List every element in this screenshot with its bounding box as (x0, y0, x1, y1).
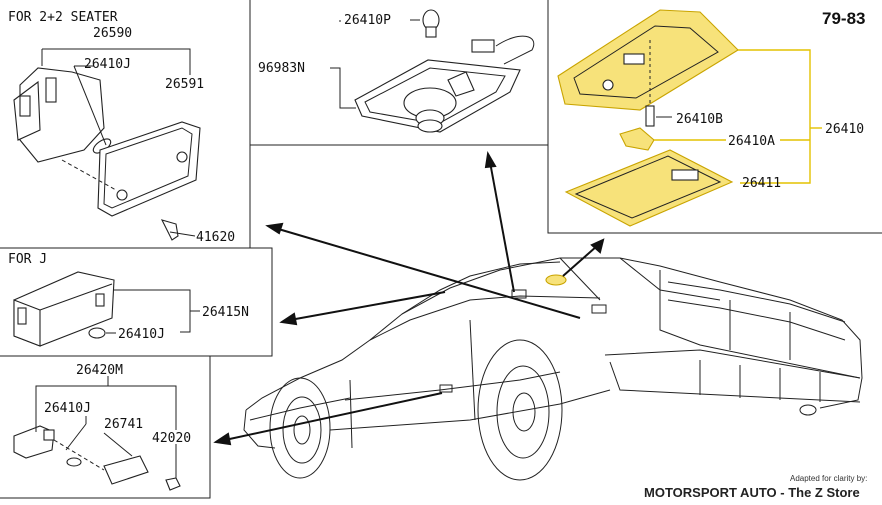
part-label: 26410A (728, 134, 775, 149)
panel-step-lamp: 26420M 26410J 26741 42020 (13, 363, 191, 491)
socket-26410J (13, 425, 55, 459)
panel-for-j-title: FOR J (8, 252, 47, 267)
lamp-housing-26590 (13, 67, 112, 163)
part-label: 26410 (825, 122, 864, 137)
part-label: 96983N (258, 61, 305, 76)
part-label: 26590 (93, 26, 132, 41)
part-label: 26410B (676, 112, 723, 127)
part-label: 26415N (202, 305, 249, 320)
part-label: 26591 (165, 77, 204, 92)
screw-41620 (160, 219, 196, 241)
map-lamp-assembly (354, 35, 535, 133)
panel-seater: FOR 2+2 SEATER 26590 26410J 26591 (8, 10, 235, 245)
screw-42020 (165, 477, 181, 491)
bulb-26410J (88, 327, 106, 339)
pointer-arrows (213, 151, 605, 446)
part-label: 41620 (196, 230, 235, 245)
screw-26410B (645, 105, 655, 127)
part-label: 42020 (152, 431, 191, 446)
panel-seater-title: FOR 2+2 SEATER (8, 10, 118, 25)
bulb-step (66, 457, 82, 467)
part-label: 26410J (84, 57, 131, 72)
part-label: 26741 (104, 417, 143, 432)
bulb-26410P (422, 9, 440, 38)
panel-room-lamp: 79-83 26410B 26410A 26410 26411 (557, 9, 865, 227)
bulb-26410A (619, 127, 655, 151)
lens-26741 (103, 455, 149, 485)
room-lamp-base-26410 (557, 9, 739, 111)
panel-for-j: FOR J 26415N 26410J (8, 252, 249, 347)
panel-map-lamp: 26410P 96983N (258, 9, 535, 133)
part-label: 26420M (76, 363, 123, 378)
room-lamp-lens-26411 (564, 149, 734, 227)
lens-26591 (97, 121, 201, 217)
part-label: 26411 (742, 176, 781, 191)
part-label: 26410J (44, 401, 91, 416)
lamp-26415N (13, 271, 115, 347)
adapted-note: Adapted for clarity by: (790, 474, 867, 483)
part-label: 26410J (118, 327, 165, 342)
car-illustration (243, 257, 863, 481)
part-label: 26410P (344, 13, 391, 28)
brand-footer: MOTORSPORT AUTO - The Z Store (644, 485, 860, 500)
page-number: 79-83 (822, 9, 865, 28)
